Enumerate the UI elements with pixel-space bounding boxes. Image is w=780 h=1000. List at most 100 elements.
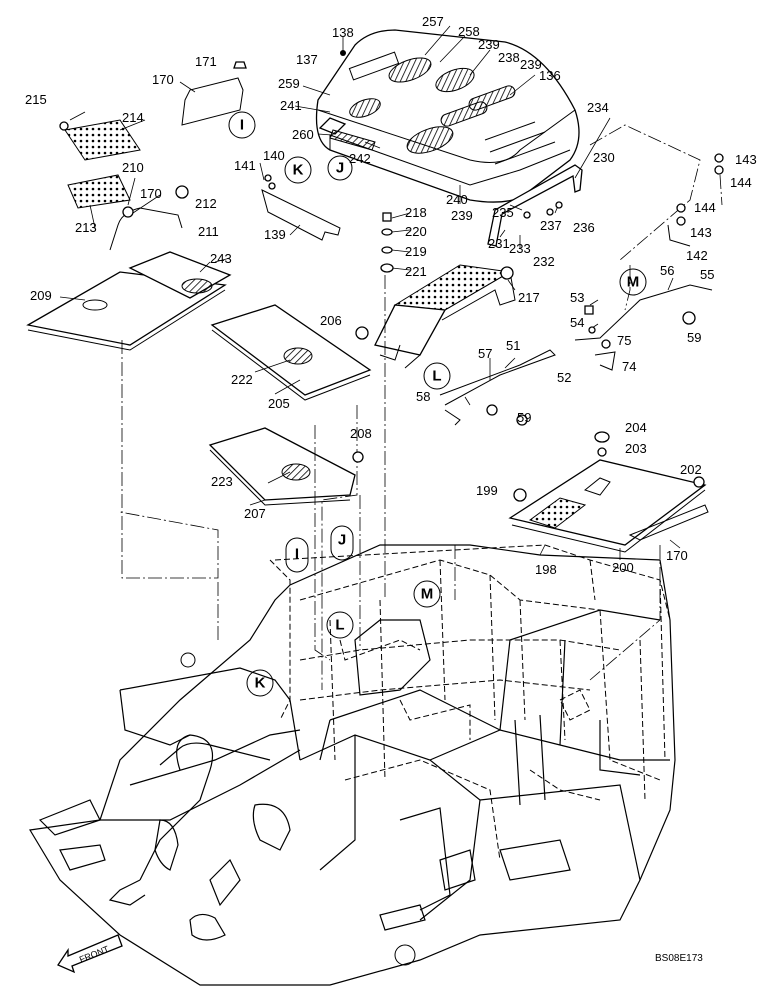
- callout: 200: [612, 560, 634, 575]
- callout: 213: [75, 220, 97, 235]
- callout: 239: [451, 208, 473, 223]
- callout: 208: [350, 426, 372, 441]
- callout: 209: [30, 288, 52, 303]
- callout: 57: [478, 346, 492, 361]
- callout: 237: [540, 218, 562, 233]
- callout: 219: [405, 244, 427, 259]
- callout: 232: [533, 254, 555, 269]
- callout: 170: [140, 186, 162, 201]
- view-marker-circle: [284, 156, 312, 184]
- callout: 243: [210, 251, 232, 266]
- callout: 59: [517, 410, 531, 425]
- view-marker-circle: [326, 611, 354, 639]
- view-ref-marker: I: [295, 546, 299, 563]
- callout: 136: [539, 68, 561, 83]
- callout: 144: [730, 175, 752, 190]
- view-ref-marker: L: [432, 368, 441, 385]
- callout: 218: [405, 205, 427, 220]
- callout: 214: [122, 110, 144, 125]
- view-reference-markers: I K J I K M L J M L: [228, 111, 647, 697]
- callout: 171: [195, 54, 217, 69]
- callout: 234: [587, 100, 609, 115]
- view-marker-circle: [228, 111, 256, 139]
- view-ref-marker: K: [293, 162, 304, 179]
- right-covers: [439, 224, 713, 553]
- callout: 139: [264, 227, 286, 242]
- callout: 51: [506, 338, 520, 353]
- leader-lines: [59, 25, 681, 560]
- callout: 210: [122, 160, 144, 175]
- callout: 233: [509, 241, 531, 256]
- callout: 52: [557, 370, 571, 385]
- view-marker-circle: [246, 669, 274, 697]
- callout: 198: [535, 562, 557, 577]
- callout: 206: [320, 313, 342, 328]
- callout: 223: [211, 474, 233, 489]
- view-marker-frame: [285, 537, 309, 573]
- callout: 140: [263, 148, 285, 163]
- callout: 138: [332, 25, 354, 40]
- view-marker-circle: [619, 268, 647, 296]
- callout: 59: [687, 330, 701, 345]
- callout: 212: [195, 196, 217, 211]
- callout: 53: [570, 290, 584, 305]
- callout: 199: [476, 483, 498, 498]
- callout: 260: [292, 127, 314, 142]
- guide-lines: [119, 174, 723, 690]
- callout: 143: [690, 225, 712, 240]
- callout: 217: [518, 290, 540, 305]
- view-marker-circle: [327, 155, 353, 181]
- callout: 230: [593, 150, 615, 165]
- callout: 235: [492, 205, 514, 220]
- callout: 257: [422, 14, 444, 29]
- callout: 170: [152, 72, 174, 87]
- view-ref-marker: M: [421, 586, 434, 603]
- callout: 143: [735, 152, 757, 167]
- callout: 203: [625, 441, 647, 456]
- callout: 54: [570, 315, 584, 330]
- callout: 202: [680, 462, 702, 477]
- callout: 58: [416, 389, 430, 404]
- callout: 238: [498, 50, 520, 65]
- callout: 222: [231, 372, 253, 387]
- callout: 215: [25, 92, 47, 107]
- callout: 74: [622, 359, 636, 374]
- view-ref-marker: J: [336, 160, 344, 177]
- view-ref-marker: M: [627, 274, 640, 291]
- callout: 75: [617, 333, 631, 348]
- callout: 221: [405, 264, 427, 279]
- callout: 170: [666, 548, 688, 563]
- view-ref-marker: I: [240, 117, 244, 134]
- callout: 141: [234, 158, 256, 173]
- callout: 239: [520, 57, 542, 72]
- callout: 137: [296, 52, 318, 67]
- center-covers: [208, 304, 372, 506]
- callout: 205: [268, 396, 290, 411]
- hood-stay: [487, 124, 701, 261]
- callout: 236: [573, 220, 595, 235]
- mounting-bar: [261, 189, 341, 241]
- step: [374, 264, 516, 369]
- callout: 242: [349, 151, 371, 166]
- callout: 142: [686, 248, 708, 263]
- callout: 258: [458, 24, 480, 39]
- callout: 207: [244, 506, 266, 521]
- callout: 239: [478, 37, 500, 52]
- view-marker-circle: [423, 362, 451, 390]
- view-ref-marker: J: [338, 532, 346, 549]
- upper-frame: [29, 544, 676, 986]
- view-marker-circle: [413, 580, 441, 608]
- callout: 55: [700, 267, 714, 282]
- engine-hood: [315, 29, 580, 203]
- view-marker-frame: [330, 525, 354, 561]
- callout: 259: [278, 76, 300, 91]
- callout: 144: [694, 200, 716, 215]
- callout: 56: [660, 263, 674, 278]
- callout: 231: [488, 236, 510, 251]
- fasteners: [59, 61, 724, 502]
- callout: 220: [405, 224, 427, 239]
- callout: 241: [280, 98, 302, 113]
- hidden-lines: [269, 544, 671, 861]
- callout: 211: [198, 224, 219, 239]
